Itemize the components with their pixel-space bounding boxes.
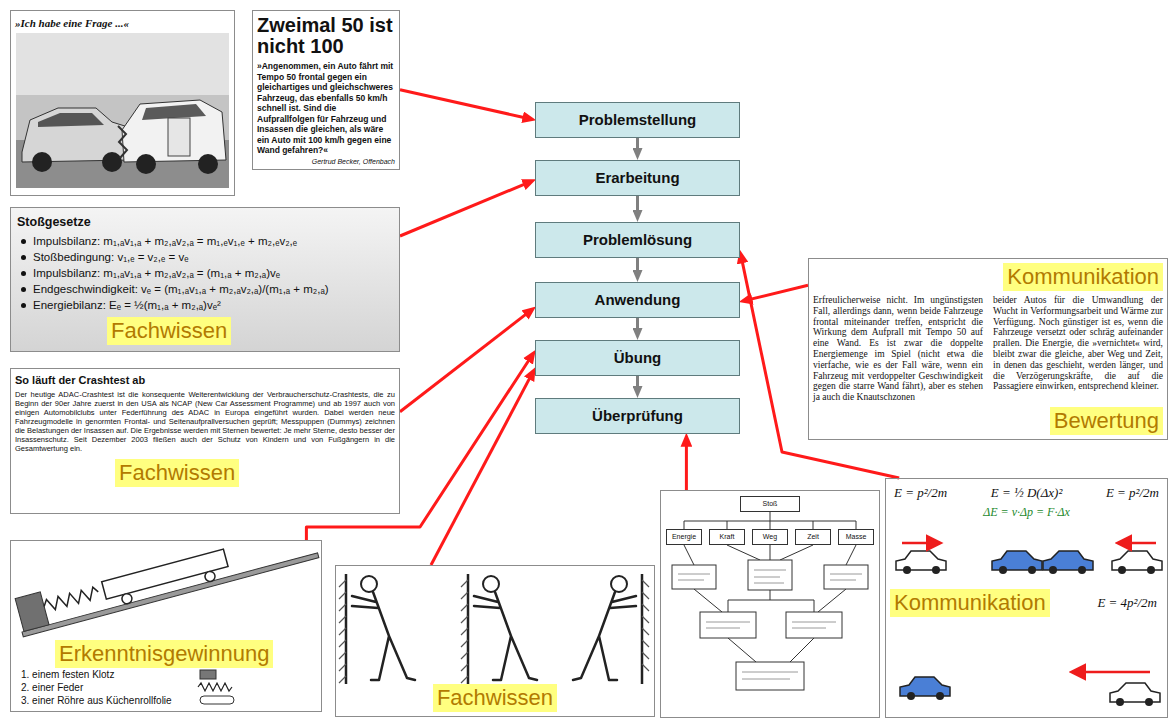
link-arrow [400,312,529,412]
picture-space [890,521,1163,589]
article-column: Erfreulicherweise nicht. Im ungünstigste… [813,295,983,403]
formula: E = p²/2m [1106,483,1159,503]
step-label: Übung [614,349,661,367]
concept-box: Stoß [740,496,800,512]
step-label: Problemstellung [579,111,697,129]
concept-box: Energie [666,529,702,545]
process-box: Erarbeitung [535,160,740,196]
newspaper-clipping: Zweimal 50 ist nicht 100»Angenommen, ein… [252,10,400,170]
formula: ΔE = v·Δp = F·Δx [983,503,1070,521]
concept-map-panel: StoßEnergie Kraft Weg Zeit Masse [660,490,880,718]
link-arrow [431,375,531,565]
flow-arrow [636,138,639,152]
picture-space [15,31,230,191]
competence-tag: Erkenntnisgewinnung [55,640,273,668]
picture-space [340,570,650,684]
link-arrow [400,183,528,236]
energy-sketches [896,543,1162,706]
pushing-figures [339,574,649,684]
formula-line: Endgeschwindigkeit: vₑ = (m₁,ₐv₁,ₐ + m₂,… [33,281,393,297]
crashtest-panel: So läuft der Crashtest ab Der heutige ADA… [10,368,400,514]
panel-body: Der heutige ADAC-Crashtest ist die konse… [15,390,395,453]
formula-line: Impulsbilanz: m₁,ₐv₁,ₐ + m₂,ₐv₂,ₐ = m₁,ₑ… [33,233,393,249]
incline-experiment [13,520,319,704]
clipping-title: Zweimal 50 ist nicht 100 [257,15,395,57]
formula-line: Impulsbilanz: m₁,ₐv₁,ₐ + m₂,ₐv₂,ₐ = (m₁,… [33,265,393,281]
process-box: Überprüfung [535,398,740,434]
crash-photo [16,33,229,188]
competence-tag: Kommunikation [1003,263,1163,291]
picture-space [15,545,317,640]
formula-line: Energiebilanz: Eₑ = ½(m₁,ₐ + m₂,ₐ)vₑ² [33,297,393,313]
link-arrow [748,285,808,300]
experiment-panel: Erkenntnisgewinnung1. einem festen Klotz… [10,540,322,712]
flow-arrow [636,258,639,274]
formula: E = p²/2m [894,483,947,503]
article-column: beider Autos für die Umwandlung der Wuch… [993,295,1163,403]
newspaper-answer: KommunikationErfreulicherweise nicht. Im… [808,258,1168,440]
figures-panel: Fachwissen [335,565,655,717]
link-arrow [685,442,688,490]
step-label: Erarbeitung [595,169,679,187]
flow-arrow [636,196,639,214]
concept-box: Weg [752,529,788,545]
text-row: Erfreulicherweise nicht. Im ungünstigste… [813,295,1163,403]
photo-panel: »Ich habe eine Frage ...« [10,10,235,196]
competence-tag: Bewertung [1050,407,1163,435]
competence-tag: Fachwissen [115,459,239,487]
panel-heading: So läuft der Crashtest ab [15,373,395,387]
panel-heading: »Ich habe eine Frage ...« [15,15,230,31]
list-item: 2. einer Feder [15,681,317,694]
text-row: Stoß [666,496,874,512]
concept-box: Kraft [709,529,745,545]
formula: E = 4p²/2m [1097,593,1157,613]
flow-arrow [636,318,639,332]
clipping-signature: Gertrud Becker, Offenbach [257,158,395,165]
formula: E = ½ D(Δx)² [991,483,1063,503]
concept-box: Zeit [795,529,831,545]
link-arrow [306,357,530,540]
energy-panel: E = p²/2m E = ½ D(Δx)² E = p²/2m ΔE = v·Δp … [885,478,1168,718]
step-label: Problemlösung [583,231,692,249]
text-row: Kommunikation E = 4p²/2m [890,589,1163,617]
text-row: E = p²/2m E = ½ D(Δx)² E = p²/2m [890,483,1163,503]
process-box: Anwendung [535,282,740,318]
list-item: 3. einer Röhre aus Küchenrollfolie [15,694,317,707]
process-box: Übung [535,340,740,376]
link-arrow [400,90,527,119]
text-row: Energie Kraft Weg Zeit Masse [666,529,874,545]
step-label: Anwendung [595,291,681,309]
process-box: Problemstellung [535,102,740,138]
panel-heading: Stoßgesetze [17,214,393,230]
competence-tag: Fachwissen [433,684,557,712]
flow-arrow [636,376,639,390]
step-label: Überprüfung [592,407,683,425]
list-item: 1. einem festen Klotz [15,668,317,681]
process-box: Problemlösung [535,222,740,258]
formula-line: Stoßbedingung: v₁,ₑ = v₂,ₑ = vₑ [33,249,393,265]
clipping-body: »Angenommen, ein Auto fährt mit Tempo 50… [257,61,395,156]
competence-tag: Kommunikation [890,589,1050,617]
competence-tag: Fachwissen [107,317,231,345]
concept-box: Masse [838,529,874,545]
formula-panel: StoßgesetzeImpulsbilanz: m₁,ₐv₁,ₐ + m₂,ₐ… [10,207,400,352]
